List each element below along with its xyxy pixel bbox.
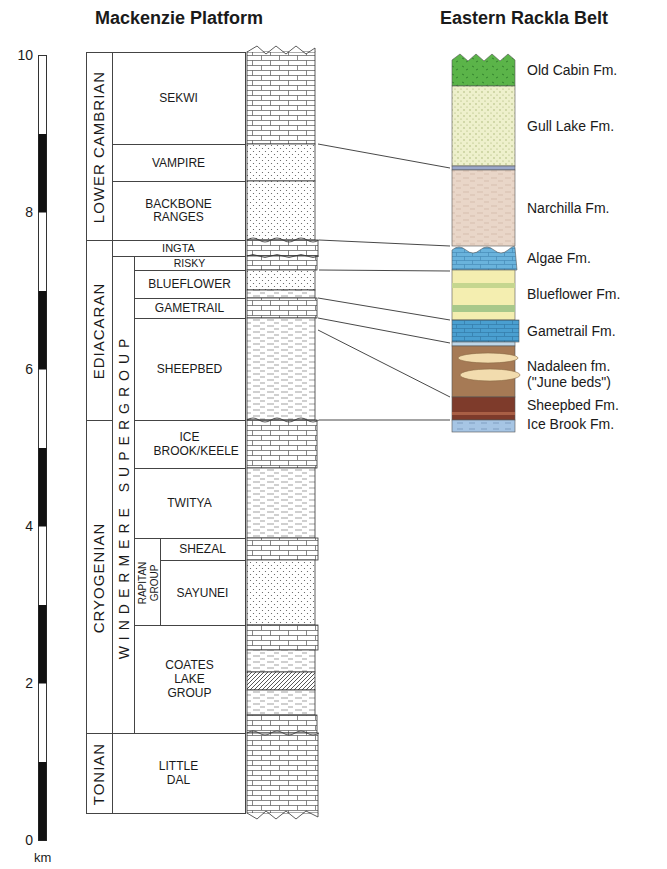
vertical-unit-label: TONIAN — [90, 743, 107, 805]
scale-number: 2 — [25, 675, 33, 691]
formation-label: Nadaleen fm. ("June beds") — [527, 358, 622, 390]
formation-label: Sheepbed Fm. — [527, 397, 619, 413]
formation-label: Blueflower Fm. — [527, 286, 620, 302]
formation-name: SHEEPBED — [137, 363, 242, 377]
scale-number: 10 — [17, 47, 33, 63]
formation-label: Ice Brook Fm. — [527, 416, 614, 432]
formation-cell: RISKY — [134, 256, 246, 271]
period-cell: EDIACARAN — [86, 240, 113, 421]
formation-label: Narchilla Fm. — [527, 200, 609, 216]
scale-bar — [39, 56, 47, 841]
formation-name: RISKY — [137, 258, 242, 269]
formation-cell: COATES LAKE GROUP — [134, 625, 246, 734]
formation-name: SAYUNEI — [163, 587, 242, 601]
formation-name: ICE BROOK/KEELE — [154, 431, 226, 459]
formation-name: TWITYA — [137, 497, 242, 511]
formation-name: LITTLE DAL — [149, 760, 209, 788]
formation-cell: BACKBONE RANGES — [112, 181, 246, 241]
vertical-unit-label: CRYOGENIAN — [90, 522, 107, 633]
scale-unit: km — [34, 851, 51, 866]
group-box: RAPITAN GROUPSHEZAL SAYUNEI — [134, 538, 246, 626]
formation-name: INGTA — [115, 243, 242, 255]
formation-cell: BLUEFLOWER — [134, 270, 246, 299]
correlation-lines — [318, 144, 450, 420]
column-heading: Eastern Rackla Belt — [440, 8, 608, 29]
formation-label: Gametrail Fm. — [527, 323, 616, 339]
lithology-column — [247, 46, 319, 819]
formation-cell: LITTLE DAL — [112, 733, 246, 814]
formation-label: Old Cabin Fm. — [527, 62, 617, 78]
vertical-unit-label: RAPITAN GROUP — [137, 553, 160, 613]
formation-name: VAMPIRE — [115, 157, 242, 171]
formation-cell: GAMETRAIL — [134, 298, 246, 319]
formation-label: Algae Fm. — [527, 250, 591, 266]
vertical-unit-label: EDIACARAN — [90, 283, 107, 380]
scale-number: 6 — [25, 361, 33, 377]
formation-cell: INGTA — [112, 240, 246, 257]
vertical-unit-label: WINDERMERE SUPERGROUP — [116, 332, 132, 659]
formation-name: SEKWI — [115, 92, 242, 106]
formation-cell: SHEEPBED — [134, 318, 246, 421]
formation-cell: SHEZAL — [160, 538, 246, 561]
formation-cell: VAMPIRE — [112, 144, 246, 182]
formation-cell: SAYUNEI — [160, 560, 246, 626]
formation-name: SHEZAL — [163, 543, 242, 557]
vertical-unit-label: LOWER CAMBRIAN — [90, 71, 107, 223]
rackla-column — [452, 54, 520, 432]
supergroup-box: WINDERMERE SUPERGROUP RISKY BLUEFLOWER GAME… — [112, 256, 246, 734]
scale-number: 4 — [25, 518, 33, 534]
formation-cell: TWITYA — [134, 468, 246, 539]
formation-name: GAMETRAIL — [137, 302, 242, 316]
formation-name: COATES LAKE GROUP — [155, 659, 225, 700]
scale-number: 8 — [25, 204, 33, 220]
period-cell: TONIAN — [86, 733, 113, 814]
period-cell: CRYOGENIAN — [86, 420, 113, 734]
column-heading: Mackenzie Platform — [95, 8, 263, 29]
formation-cell: SEKWI — [112, 52, 246, 145]
formation-name: BACKBONE RANGES — [139, 198, 219, 226]
formation-label: Gull Lake Fm. — [527, 118, 614, 134]
scale-number: 0 — [25, 832, 33, 848]
formation-name: BLUEFLOWER — [137, 278, 242, 292]
period-cell: LOWER CAMBRIAN — [86, 52, 113, 241]
formation-cell: ICE BROOK/KEELE — [134, 420, 246, 469]
